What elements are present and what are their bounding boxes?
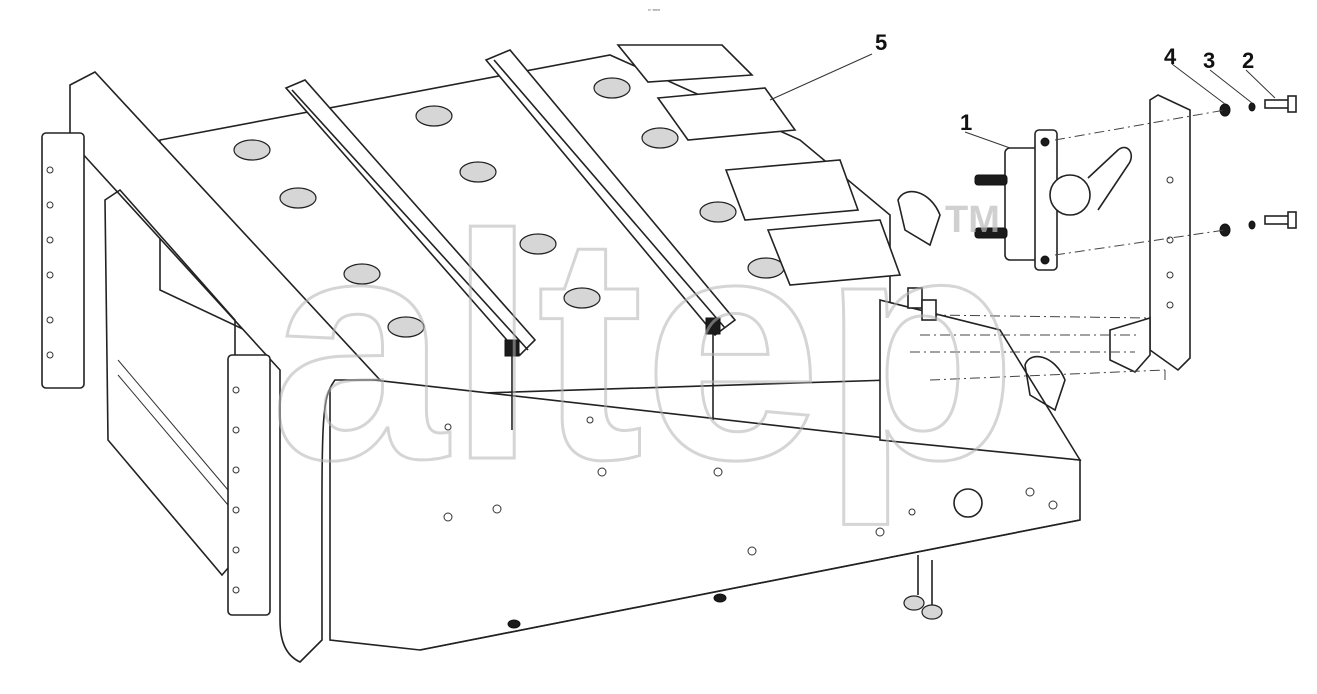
switch-stud-upper [974,174,1008,186]
cover-a [616,44,754,83]
tray-bolts [897,190,1066,412]
header-text: ▫ ▫▫▫ [648,7,660,14]
center-rail-plate [227,354,271,616]
left-rail-plate [41,132,85,389]
washer-4-lower [1219,223,1231,237]
washer-3-upper [1248,102,1256,112]
watermark-trademark: TM [945,199,1000,241]
callout-leaders [769,53,1276,149]
bottom-nuts [507,555,943,629]
rail-left [284,79,537,357]
assembly-lines [910,109,1226,382]
switch-stud-lower [974,227,1008,239]
washer-3-lower [1248,220,1256,230]
cable-clamp-lower [1024,355,1066,412]
switch-knob [1049,174,1091,216]
hold-down-rails [284,49,737,430]
cable-grommet-hole [953,488,983,518]
battery-terminals [233,77,785,338]
cover-d [766,219,902,286]
bolt-2-upper [1264,99,1292,109]
cover-c [724,159,860,221]
fasteners [1219,95,1297,237]
cover-b [656,87,797,141]
washer-4-upper [1219,103,1231,117]
mounting-bracket [1109,94,1191,373]
callout-1: 1 [960,110,972,135]
bolt-2-lower [1264,215,1292,225]
terminal-covers [616,44,902,286]
watermark: altep [270,168,1017,528]
disconnect-switch [974,129,1133,271]
box-tray-right [879,298,1082,461]
box-front-frame [69,71,382,663]
cable-clamp-upper [897,190,941,247]
callout-5: 5 [875,30,887,55]
callout-4: 4 [1164,44,1177,69]
callout-3: 3 [1203,48,1215,73]
callout-2: 2 [1242,48,1254,73]
switch-key [1087,146,1133,211]
rail-right [484,49,737,337]
